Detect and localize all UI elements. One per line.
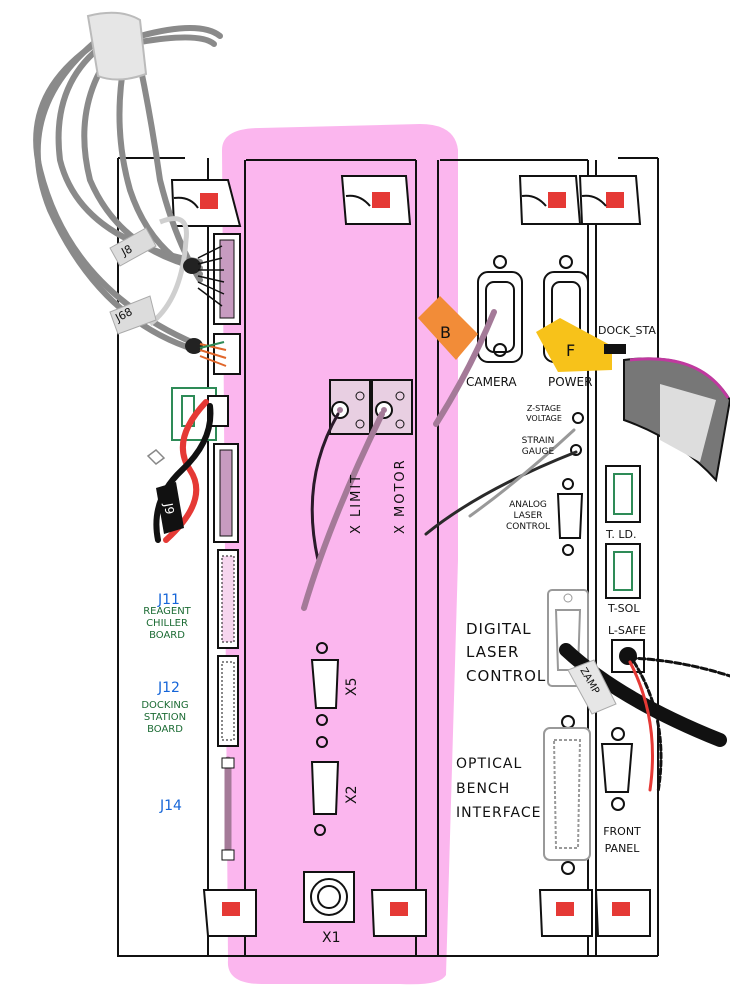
- latch-icon: [594, 889, 651, 937]
- l-safe-connector: [611, 639, 645, 673]
- j8-connector: [197, 233, 241, 325]
- z-stage-voltage-label: Z-STAGE VOLTAGE: [526, 404, 562, 423]
- t-sol-label: T-SOL: [607, 602, 640, 615]
- latches-top: [170, 175, 642, 227]
- x5-label: X5: [344, 678, 360, 697]
- x1-label: X1: [322, 930, 341, 946]
- t-ld-connector: [605, 465, 641, 523]
- front-panel-label: FRONT PANEL: [603, 825, 641, 855]
- ferrules: [183, 258, 203, 354]
- zamp-tag: [567, 659, 617, 715]
- j12-description: DOCKING STATION BOARD: [141, 700, 189, 735]
- camera-label: CAMERA: [466, 375, 517, 389]
- latch-icon: [202, 889, 257, 937]
- j14-id: J14: [159, 798, 182, 814]
- x-cables: [301, 411, 385, 611]
- cable-clip: [86, 11, 148, 81]
- x2-connector: [310, 736, 340, 836]
- j14-connector: [221, 756, 235, 861]
- j8-label: J8: [118, 242, 134, 259]
- latch-icon: [370, 889, 427, 937]
- latch-icon: [340, 175, 412, 225]
- analog-laser-connector: [556, 478, 584, 556]
- latch-icon: [518, 175, 582, 225]
- x-motor-label: X MOTOR: [393, 458, 408, 534]
- l-safe-label: L-SAFE: [608, 624, 646, 637]
- j12-id: J12: [157, 680, 180, 696]
- t-ld-label: T. LD.: [605, 528, 637, 541]
- x1-connector: [303, 871, 355, 923]
- small-strain-relief-icon: [146, 449, 166, 465]
- j68-connector: [199, 333, 241, 375]
- f-tag-label: F: [566, 341, 575, 360]
- analog-cables: [424, 428, 578, 536]
- z-stage-jack: [572, 412, 584, 424]
- b-tag: [418, 296, 478, 360]
- digital-laser-control-label: DIGITAL LASER CONTROL: [466, 620, 547, 685]
- t-sol-connector: [605, 543, 641, 599]
- strain-gauge-label: STRAIN GAUGE: [521, 436, 555, 457]
- chassis-outline: [117, 157, 659, 957]
- latch-icon: [170, 179, 242, 227]
- b-tag-label: B: [440, 323, 451, 342]
- x-limit-label: X LIMIT: [349, 473, 364, 534]
- j10-connector: [213, 443, 239, 543]
- camera-cable: [433, 309, 497, 427]
- front-panel-connector: [600, 727, 634, 811]
- analog-laser-control-label: ANALOG LASER CONTROL: [506, 500, 550, 532]
- x-motor-connector: [371, 379, 413, 435]
- x-limit-connector: [329, 379, 371, 435]
- latch-icon: [538, 889, 593, 937]
- digital-laser-cable: [559, 643, 727, 747]
- x2-label: X2: [344, 786, 360, 805]
- cable-tie-loop: [148, 216, 189, 326]
- camera-connector: [477, 255, 523, 363]
- j9-cable: [153, 399, 214, 543]
- j12-connector: [217, 655, 239, 747]
- optical-bench-interface-label: OPTICAL BENCH INTERFACE: [456, 756, 542, 821]
- j11-description: REAGENT CHILLER BOARD: [143, 606, 191, 641]
- j9-green-connector: [171, 387, 229, 441]
- latch-icon: [578, 175, 642, 225]
- latches-bottom: [202, 889, 651, 937]
- x5-connector: [310, 642, 340, 726]
- l-safe-cables: [628, 656, 730, 794]
- dock-sta-connector: [604, 344, 626, 354]
- j8-tag: [109, 227, 157, 267]
- optical-bench-connector: [543, 715, 591, 875]
- dock-sta-label: DOCK_STA: [598, 324, 656, 337]
- j9-label: J9: [161, 501, 177, 515]
- j11-connector: [217, 549, 239, 649]
- dock-sta-ribbon: [623, 357, 730, 483]
- j9-tag: [156, 482, 184, 534]
- j68-tag: [109, 295, 157, 335]
- highlight-region: [222, 124, 458, 985]
- j11-id: J11: [157, 592, 180, 608]
- power-label: POWER: [548, 375, 592, 389]
- f-tag: [536, 318, 612, 372]
